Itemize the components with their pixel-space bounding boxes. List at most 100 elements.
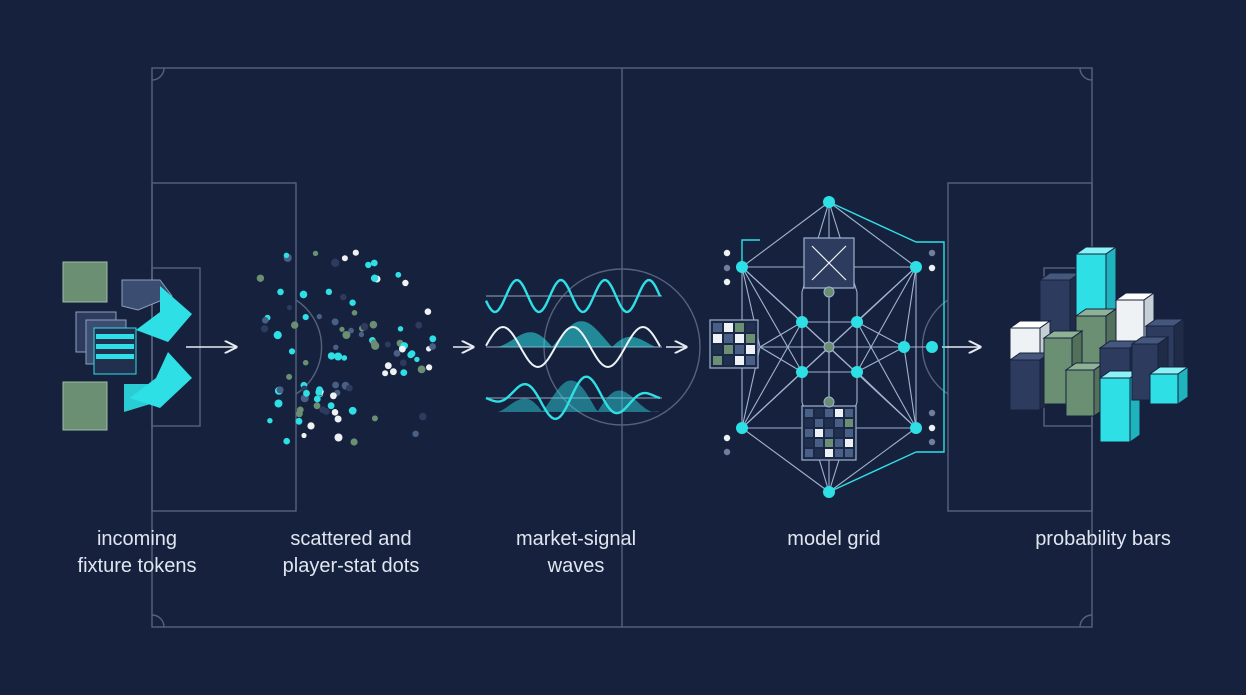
stat-dot (327, 352, 336, 360)
stat-dot (339, 326, 345, 332)
stat-dot (307, 422, 315, 430)
stat-dot (302, 359, 309, 366)
stat-dot (283, 437, 291, 445)
network-edge (856, 266, 917, 373)
stat-dot (313, 402, 321, 410)
stat-dot (371, 415, 378, 422)
stat-dot (426, 364, 433, 371)
network-node (796, 366, 808, 378)
network-node (823, 341, 835, 353)
stat-dot (273, 331, 282, 340)
stat-dot (325, 288, 333, 295)
player-stat-dots-icon (256, 249, 437, 446)
network-node (723, 264, 731, 272)
network-node (723, 278, 731, 286)
stat-dot (384, 341, 391, 348)
stat-dot (419, 412, 427, 421)
stat-dot (395, 271, 402, 278)
stat-dot (348, 327, 354, 334)
network-node (823, 196, 835, 208)
stat-dot (360, 322, 369, 331)
stat-dot (341, 255, 348, 262)
stat-dot (301, 432, 307, 439)
stat-dot (262, 317, 269, 324)
stat-dot (303, 389, 310, 397)
stat-dot (260, 325, 269, 333)
network-node (736, 422, 748, 434)
network-edge (759, 321, 803, 348)
label-probability-bars: probability bars (1035, 528, 1171, 550)
network-node (928, 438, 936, 446)
stat-dot (334, 433, 343, 442)
network-node (796, 316, 808, 328)
network-edge (759, 346, 803, 373)
market-signal-waves-icon (484, 278, 662, 421)
stat-dot (316, 386, 323, 394)
stat-dot (348, 406, 357, 415)
stat-dot (370, 339, 378, 347)
network-edge (903, 346, 917, 429)
stat-dot (299, 290, 308, 299)
network-node (910, 261, 922, 273)
network-edge (741, 427, 830, 493)
network-edge (828, 201, 917, 243)
stat-dot (302, 314, 309, 321)
network-edge (856, 346, 905, 373)
fixture-tokens-icon (62, 261, 192, 431)
stat-dot (256, 274, 265, 282)
stat-dot (331, 318, 339, 326)
stat-dot (295, 417, 303, 425)
stat-dot (286, 305, 293, 311)
probability-block (1064, 362, 1106, 417)
network-edge (856, 321, 917, 429)
stat-dot (276, 386, 284, 394)
network-node (928, 249, 936, 257)
network-edge (903, 266, 917, 348)
stat-dot (382, 370, 389, 377)
probability-bars-icon (1008, 246, 1190, 443)
stat-dot (312, 250, 319, 257)
network-edge (828, 427, 917, 493)
matrix-block (801, 405, 857, 461)
network-node (928, 264, 936, 272)
stat-dot (400, 369, 408, 376)
network-edge (856, 321, 905, 348)
stat-dot (340, 293, 347, 301)
network-node (928, 409, 936, 417)
stat-dot (350, 438, 358, 446)
network-node (823, 486, 835, 498)
network-edge (828, 451, 917, 493)
network-node (851, 316, 863, 328)
stat-dot (322, 408, 330, 415)
stat-dot (429, 335, 437, 343)
stat-dot (352, 249, 359, 256)
stat-dot (390, 368, 397, 376)
network-bracket (741, 239, 760, 267)
network-node (926, 341, 938, 353)
network-node (898, 341, 910, 353)
network-node (928, 424, 936, 432)
network-edge (741, 201, 830, 268)
network-node (723, 448, 731, 456)
network-edge (828, 201, 917, 268)
stat-dot (277, 288, 284, 296)
stat-dot (331, 258, 340, 267)
stat-dot (296, 410, 303, 418)
stat-dot (334, 352, 343, 361)
stat-dot (334, 415, 342, 423)
network-node (723, 249, 731, 257)
stat-dot (384, 362, 392, 370)
probability-block (1148, 366, 1190, 405)
label-model-grid: model grid (787, 528, 881, 550)
network-bracket (916, 241, 945, 453)
stat-dot (407, 351, 415, 359)
stat-dot (365, 261, 372, 269)
network-node (736, 261, 748, 273)
stat-dot (399, 359, 407, 367)
network-node (851, 366, 863, 378)
network-node (910, 422, 922, 434)
label-market-signal-waves: market-signal waves (515, 528, 637, 577)
stat-dot (331, 409, 339, 416)
stat-dot (346, 384, 353, 392)
